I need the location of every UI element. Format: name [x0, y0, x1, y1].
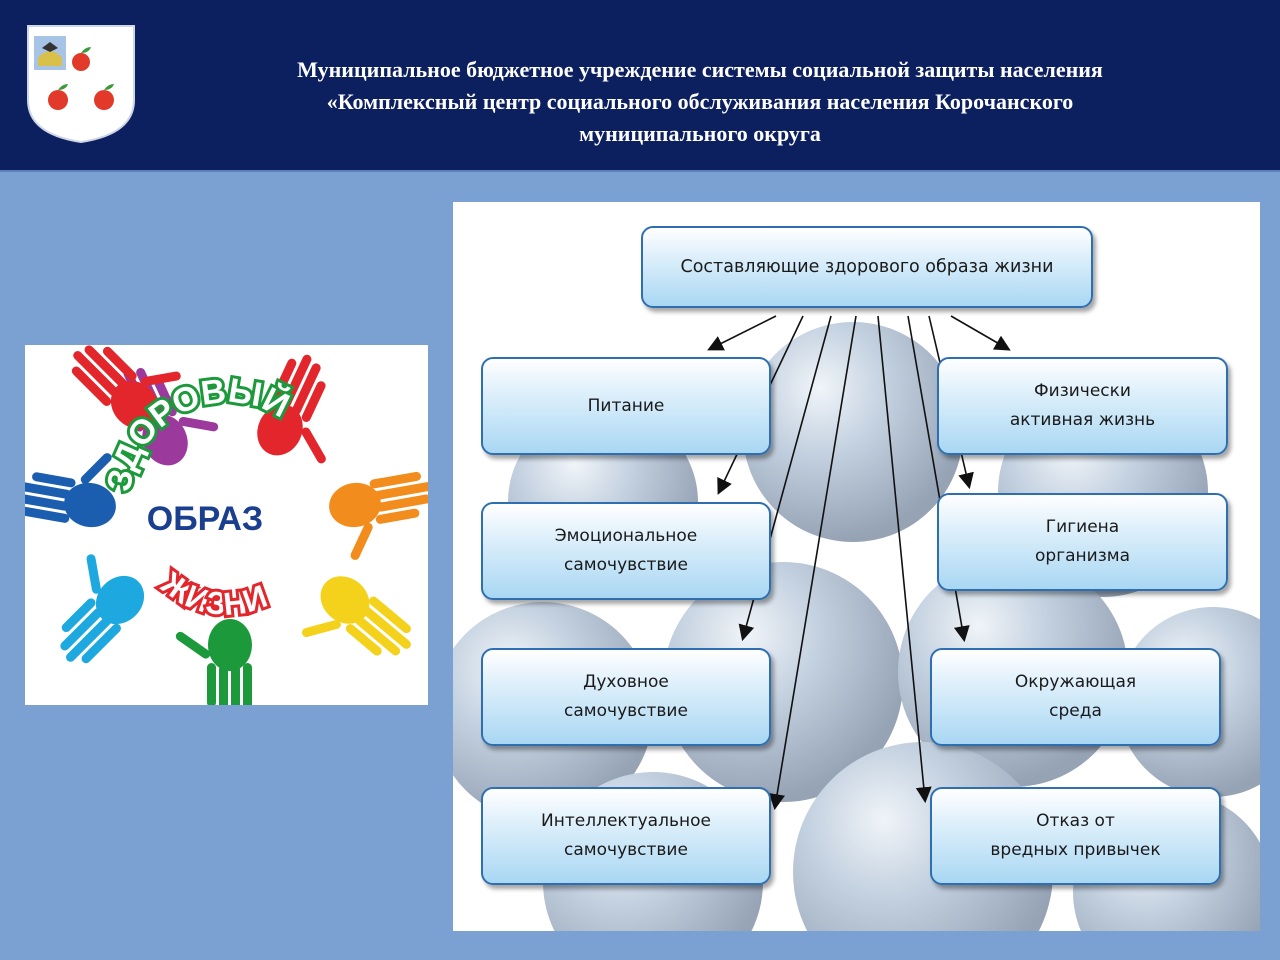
component-box-emotional: Эмоциональное самочувствие: [481, 502, 771, 600]
component-box-environment: Окружающая среда: [930, 648, 1221, 746]
component-box-no-bad-habits: Отказ от вредных привычек: [930, 787, 1221, 885]
logo-word-bottom: ЖИЗНИ: [154, 564, 272, 622]
component-label: Окружающая среда: [1014, 672, 1137, 721]
component-label: Питание: [587, 395, 665, 416]
component-box-physical-activity: Физически активная жизнь: [937, 357, 1228, 455]
hands-logo-image: ЗДОРОВЫЙ ОБРАЗ ЖИЗНИ: [25, 345, 428, 705]
component-label: Гигиена организма: [1035, 517, 1130, 566]
component-box-intellectual: Интеллектуальное самочувствие: [481, 787, 771, 885]
component-label: Интеллектуальное самочувствие: [541, 811, 711, 860]
title-line: «Комплексный центр социального обслужива…: [326, 89, 1074, 114]
component-label: Духовное самочувствие: [564, 672, 688, 721]
organization-title: Муниципальное бюджетное учреждение систе…: [180, 54, 1220, 150]
healthy-lifestyle-logo: ЗДОРОВЫЙ ОБРАЗ ЖИЗНИ: [25, 345, 428, 705]
lifestyle-components-diagram: Составляющие здорового образа жизни Пита…: [453, 202, 1260, 931]
title-line: Муниципальное бюджетное учреждение систе…: [297, 57, 1103, 82]
component-label: Отказ от вредных привычек: [990, 811, 1161, 860]
coat-of-arms-icon: [27, 25, 135, 144]
component-box-hygiene: Гигиена организма: [937, 493, 1228, 591]
diagram-root-box: Составляющие здорового образа жизни: [641, 226, 1093, 308]
header-banner: Муниципальное бюджетное учреждение систе…: [0, 0, 1280, 172]
component-label: Физически активная жизнь: [1009, 381, 1156, 430]
root-label: Составляющие здорового образа жизни: [680, 256, 1054, 277]
component-label: Эмоциональное самочувствие: [554, 526, 698, 575]
title-line: муниципального округа: [579, 121, 821, 146]
component-box-nutrition: Питание: [481, 357, 771, 455]
component-box-spiritual: Духовное самочувствие: [481, 648, 771, 746]
logo-word-middle: ОБРАЗ: [147, 500, 263, 538]
